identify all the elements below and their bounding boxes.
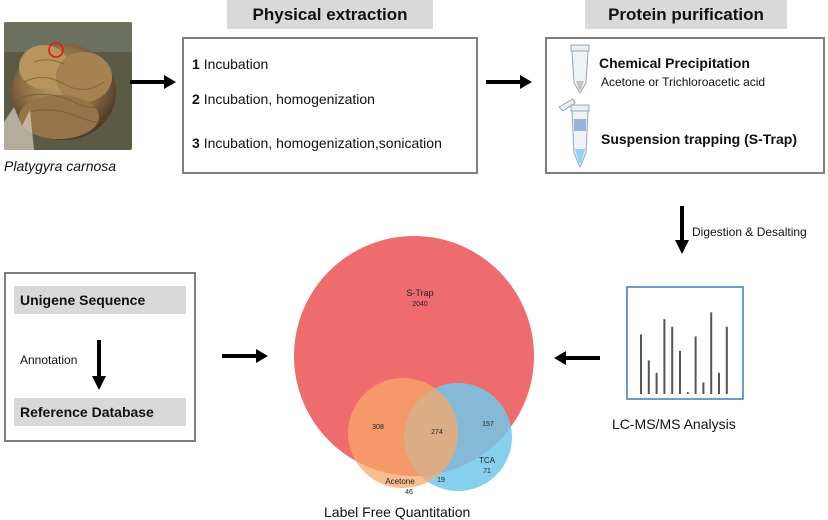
arrow-down-icon	[92, 340, 106, 390]
step-number: 1	[192, 56, 200, 72]
chemical-precipitation-title: Chemical Precipitation	[599, 55, 750, 71]
coral-photo	[4, 22, 132, 150]
strap-tube-icon	[558, 98, 590, 169]
venn-strap-label: S-Trap	[406, 288, 433, 298]
arrow-down-icon	[675, 206, 689, 254]
arrow-right-icon	[486, 75, 532, 89]
step-text: Incubation, homogenization,sonication	[203, 135, 442, 151]
step-1: 1 Incubation	[192, 56, 268, 72]
ms-spectrum-chart	[626, 286, 744, 400]
arrow-right-icon	[222, 349, 268, 363]
protein-purification-title: Protein purification	[585, 0, 787, 29]
step-2: 2 Incubation, homogenization	[192, 91, 375, 107]
tube-icon	[570, 44, 590, 94]
venn-diagram: S-Trap 2040 308 274 157 TCA 71 Acetone 4…	[294, 236, 534, 496]
step-number: 3	[192, 135, 200, 151]
step-text: Incubation, homogenization	[203, 91, 375, 107]
physical-extraction-box: 1 Incubation 2 Incubation, homogenizatio…	[182, 37, 478, 174]
venn-caption: Label Free Quantitation	[324, 504, 471, 520]
lcms-label: LC-MS/MS Analysis	[612, 416, 736, 432]
protein-purification-box: Chemical Precipitation Acetone or Trichl…	[545, 37, 825, 174]
arrow-left-icon	[554, 351, 600, 365]
coral-image	[4, 22, 132, 150]
database-box: Unigene Sequence Annotation Reference Da…	[4, 272, 196, 442]
venn-tca-count: 71	[483, 468, 491, 475]
annotation-label: Annotation	[20, 353, 78, 367]
arrow-right-icon	[130, 75, 176, 89]
venn-acetone-count: 46	[405, 489, 413, 496]
chemical-precipitation-subtitle: Acetone or Trichloroacetic acid	[601, 75, 766, 89]
digestion-label: Digestion & Desalting	[692, 225, 807, 239]
venn-all-three-count: 274	[431, 429, 443, 436]
venn-acetone-label: Acetone	[385, 477, 415, 486]
venn-strap-tca-count: 157	[482, 421, 494, 428]
reference-database-label: Reference Database	[14, 398, 186, 426]
unigene-sequence-label: Unigene Sequence	[14, 286, 186, 314]
physical-extraction-title: Physical extraction	[227, 0, 433, 29]
venn-strap-acetone-count: 308	[372, 424, 384, 431]
venn-tca-label: TCA	[479, 456, 496, 465]
venn-strap-count: 2040	[412, 301, 428, 308]
step-text: Incubation	[203, 56, 269, 72]
strap-title: Suspension trapping (S-Trap)	[601, 131, 798, 147]
venn-acetone-tca-count: 19	[437, 477, 445, 484]
species-label: Platygyra carnosa	[4, 158, 117, 174]
step-3: 3 Incubation, homogenization,sonication	[192, 135, 442, 151]
step-number: 2	[192, 91, 200, 107]
venn-acetone-circle	[348, 378, 458, 488]
